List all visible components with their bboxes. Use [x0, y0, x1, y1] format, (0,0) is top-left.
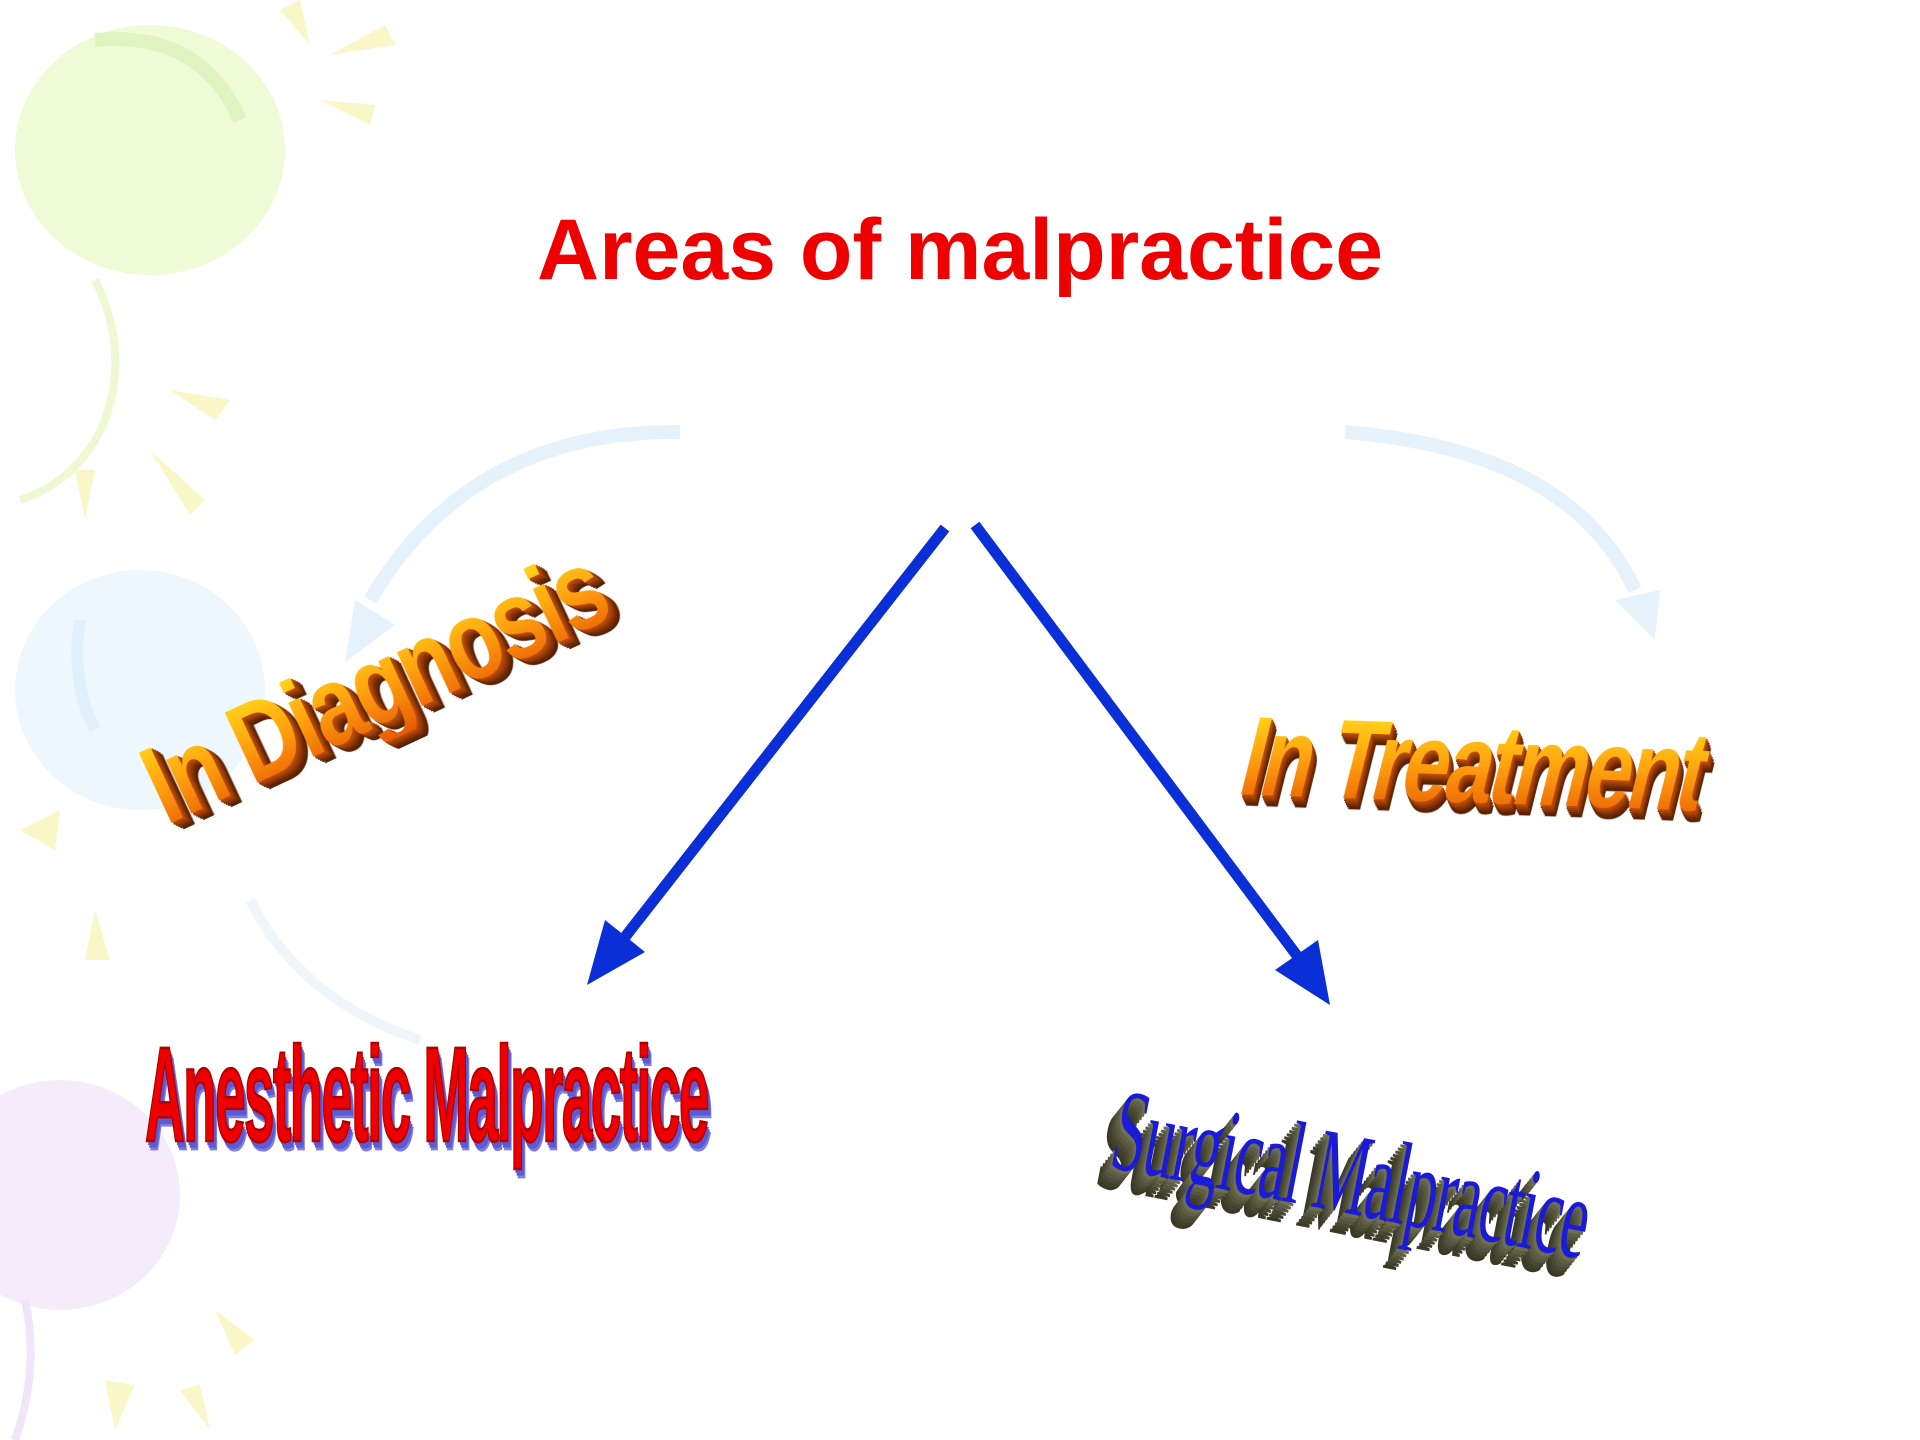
- arrow-down-left-icon: [587, 524, 950, 985]
- balloon-green-icon: [15, 25, 285, 504]
- anesthetic-malpractice-wordart: Anesthetic Malpractice: [144, 1019, 710, 1171]
- sun-rays-icon: [20, 0, 395, 1430]
- balloon-blue-icon: [15, 570, 422, 1045]
- arrow-down-right-icon: [970, 521, 1330, 1005]
- cycle-arrow-left-icon: [345, 424, 681, 662]
- slide-title: Areas of malpractice: [536, 202, 1384, 298]
- in-treatment-wordart: In Treatment: [1229, 693, 1721, 835]
- balloon-purple-icon: [0, 1080, 180, 1440]
- cycle-arrow-right-icon: [1344, 425, 1660, 640]
